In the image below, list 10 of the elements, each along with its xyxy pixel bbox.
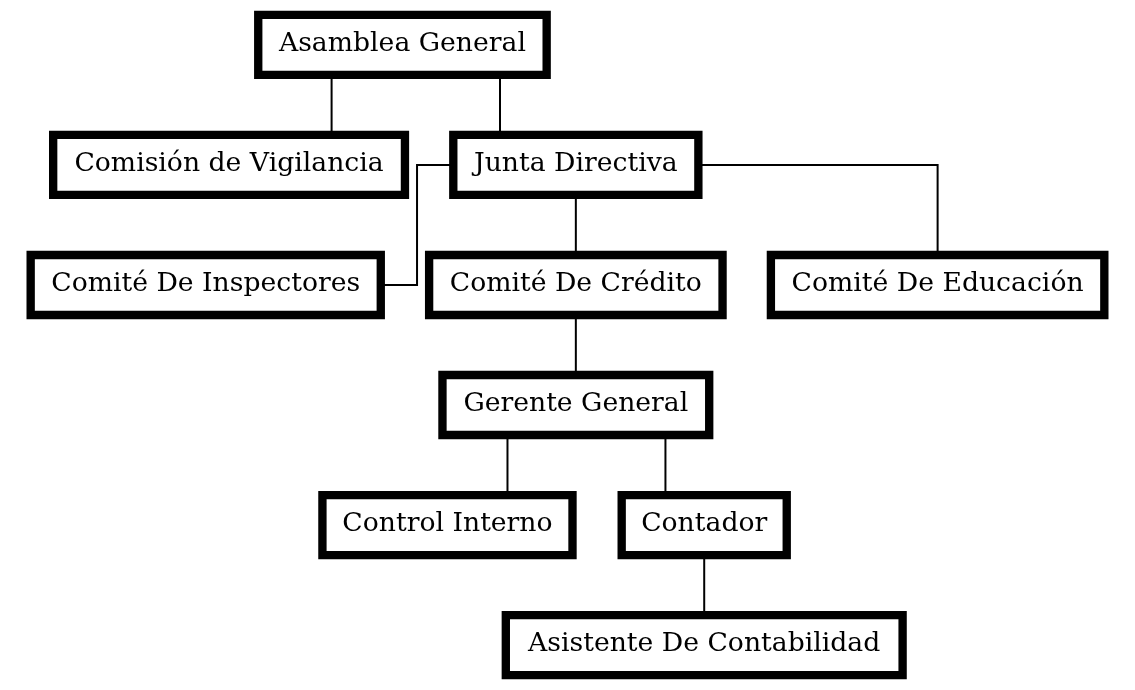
node-box: Contador	[617, 490, 791, 560]
node-box: Control Interno	[318, 490, 577, 560]
node-box: Junta Directiva	[449, 130, 703, 200]
node-box: Comisión de Vigilancia	[49, 130, 410, 200]
node-box: Comité De Inspectores	[26, 250, 385, 320]
node-box: Gerente General	[438, 370, 714, 440]
node-box: Comité De Educación	[766, 250, 1109, 320]
node-box: Comité De Crédito	[424, 250, 727, 320]
node-box: Asistente De Contabilidad	[501, 610, 907, 680]
node-box: Asamblea General	[254, 10, 551, 80]
